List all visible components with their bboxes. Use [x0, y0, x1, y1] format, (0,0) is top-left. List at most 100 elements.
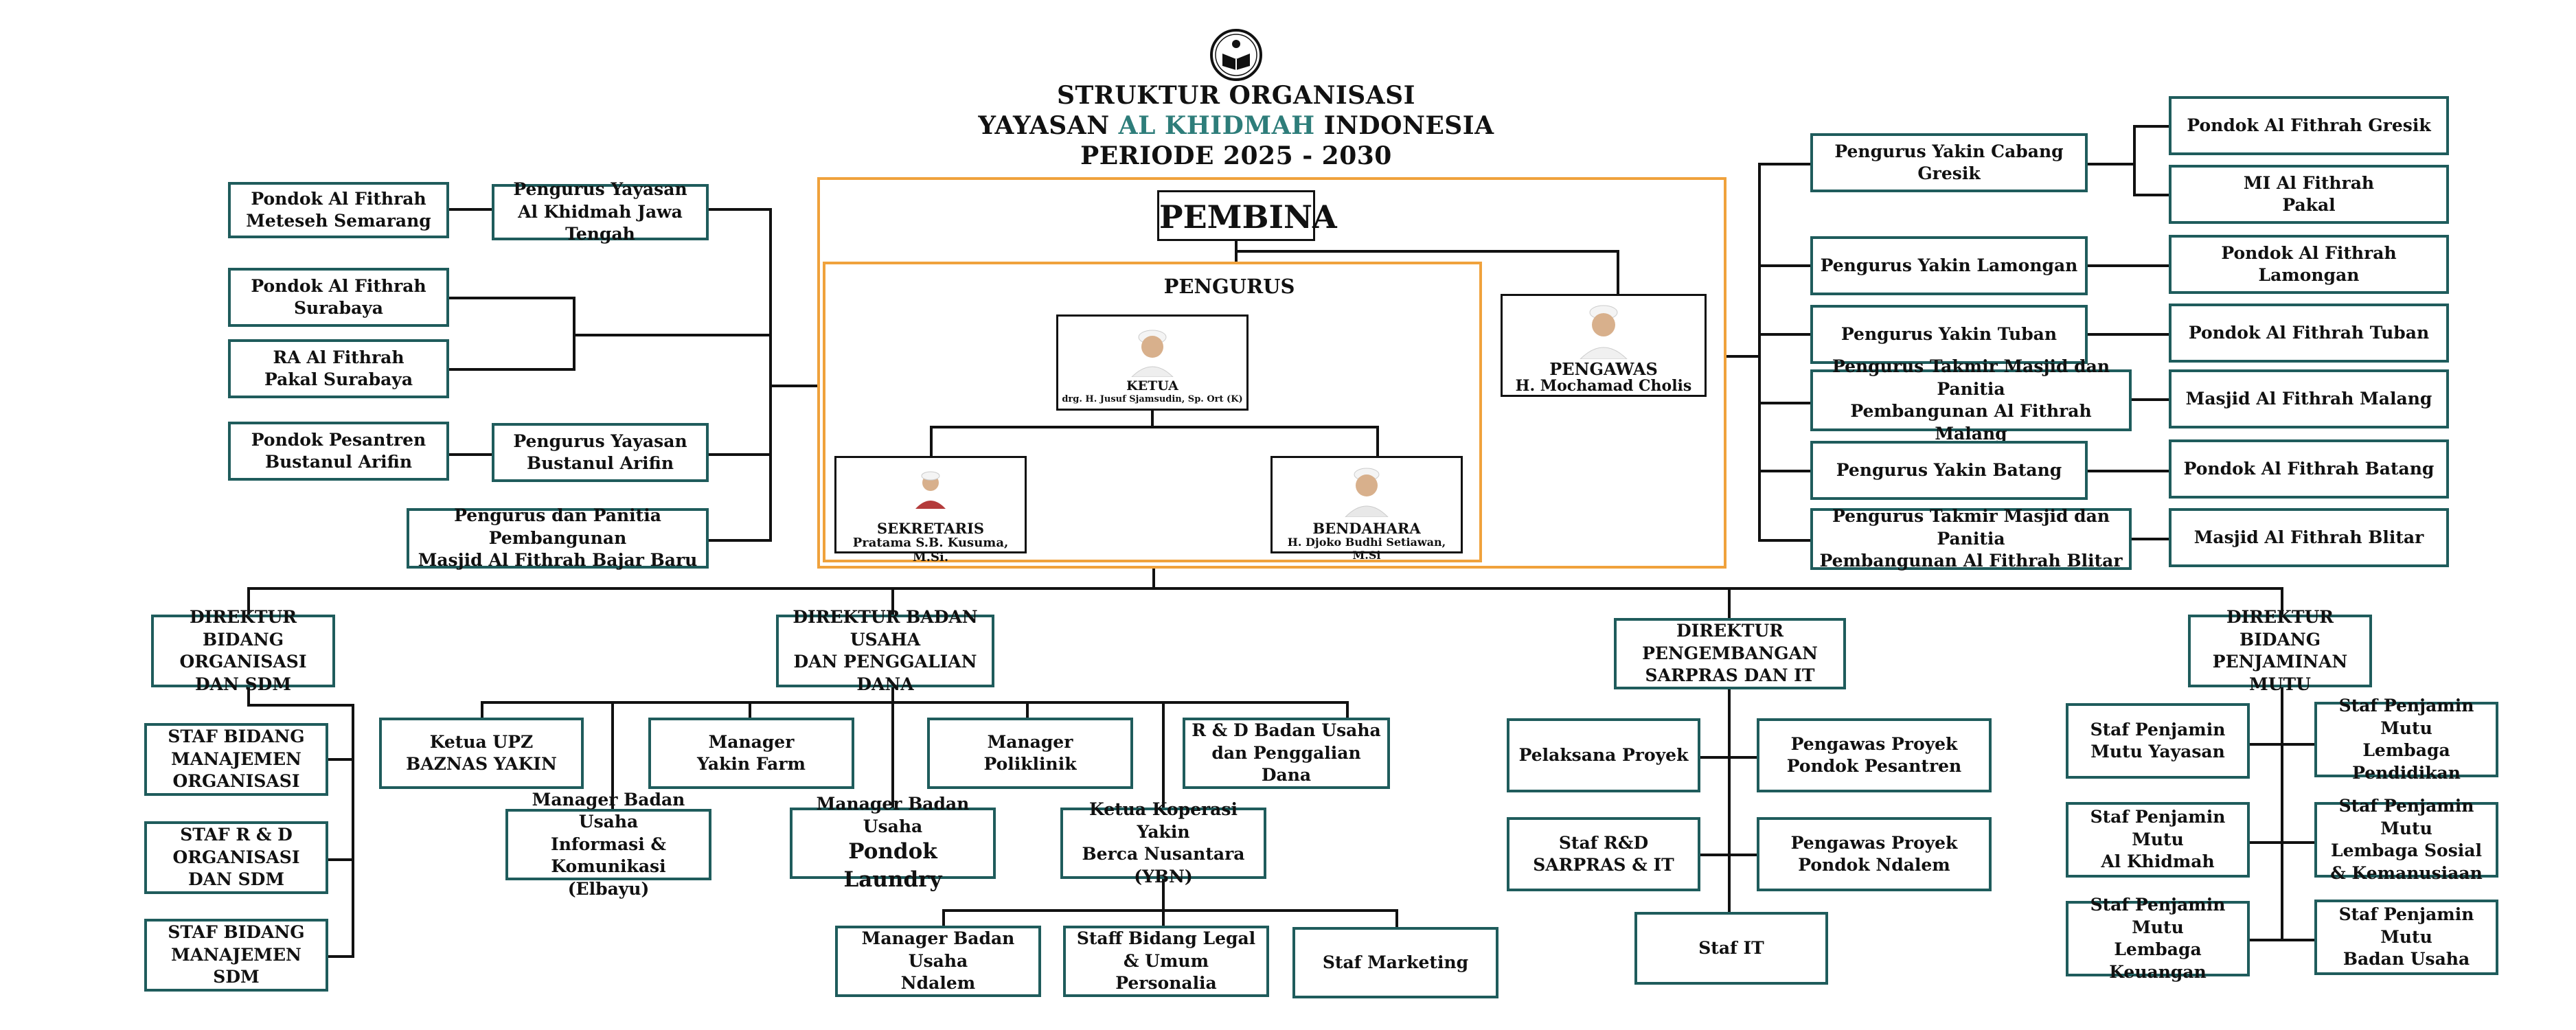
connector-line [481, 701, 483, 718]
ketua-box: KETUA drg. H. Jusuf Sjamsudin, Sp. Ort (… [1056, 314, 1249, 411]
logo-icon [1210, 29, 1262, 81]
ketua-portrait-icon [1131, 330, 1174, 377]
bendahara-role: BENDAHARA [1312, 520, 1421, 537]
connector-line [1758, 402, 1810, 404]
connector-line [1026, 701, 1029, 718]
box-dir-organisasi: DIREKTUR BIDANG ORGANISASI DAN SDM [151, 607, 335, 694]
connector-line [1758, 333, 1810, 336]
pembina-frame [817, 177, 1726, 569]
box-pondok-bustanul: Pondok Pesantren Bustanul Arifin [228, 422, 449, 481]
connector-line [709, 453, 772, 456]
connector-line [611, 701, 614, 809]
ketua-name: drg. H. Jusuf Sjamsudin, Sp. Ort (K) [1062, 394, 1243, 404]
connector-line [2088, 264, 2169, 267]
box-staf-manajemen-sdm: STAF BIDANG MANAJEMEN SDM [144, 919, 328, 992]
connector-line [930, 426, 1379, 428]
connector-line [247, 687, 250, 705]
connector-line [1728, 689, 1731, 913]
box-manager-farm: Manager Yakin Farm [648, 718, 854, 789]
title-line-1: STRUKTUR ORGANISASI [1057, 81, 1415, 110]
box-mutu-khidmah: Staf Penjamin Mutu Al Khidmah [2066, 802, 2250, 878]
connector-line [709, 208, 772, 211]
pengurus-frame [823, 262, 1482, 562]
connector-line [749, 701, 751, 718]
box-manager-elbayu: Manager Badan Usaha Informasi & Komunika… [505, 790, 711, 899]
connector-line [1151, 411, 1154, 427]
connector-line [352, 704, 354, 958]
connector-line [769, 385, 817, 387]
connector-line [1728, 587, 1731, 618]
connector-line [2133, 194, 2169, 196]
box-staf-rnd-org: STAF R & D ORGANISASI DAN SDM [144, 821, 328, 894]
connector-line [2250, 939, 2314, 941]
connector-line [1162, 879, 1165, 911]
connector-line [328, 758, 354, 761]
connector-line [2088, 470, 2169, 472]
sekretaris-role: SEKRETARIS [876, 520, 985, 537]
box-mutu-pendidikan: Staf Penjamin Mutu Lembaga Pendidikan [2314, 696, 2498, 783]
box-staf-manajemen-org: STAF BIDANG MANAJEMEN ORGANISASI [144, 723, 328, 796]
sekretaris-box: SEKRETARIS Pratama S.B. Kusuma, M.Si. [834, 456, 1027, 564]
connector-line [891, 687, 894, 702]
connector-line [1758, 163, 1810, 165]
connector-line [1346, 701, 1349, 718]
connector-line [449, 368, 575, 371]
connector-line [1726, 355, 1761, 358]
connector-line [1235, 241, 1238, 258]
connector-line [1700, 756, 1757, 759]
connector-line [930, 426, 933, 456]
connector-line [1617, 250, 1619, 294]
connector-line [2132, 398, 2169, 401]
sekretaris-name: Pratama S.B. Kusuma, M.Si. [852, 536, 1009, 564]
connector-line [449, 297, 575, 299]
connector-line [1235, 250, 1619, 253]
connector-line [2281, 587, 2283, 615]
box-yakin-lamongan: Pengurus Yakin Lamongan [1810, 236, 2088, 295]
connector-line [891, 587, 894, 615]
connector-line [2133, 125, 2169, 128]
box-pondok-surabaya: Pondok Al Fithrah Surabaya [228, 268, 449, 327]
title-line-3: PERIODE 2025 - 2030 [1080, 141, 1392, 170]
connector-line [2132, 538, 2169, 540]
connector-line [1758, 163, 1761, 540]
connector-line [1758, 264, 1810, 267]
connector-line [942, 909, 945, 927]
pengurus-title: PENGURUS [1163, 275, 1295, 298]
connector-line [247, 587, 2283, 590]
box-pengawas-pesantren: Pengawas Proyek Pondok Pesantren [1757, 718, 1992, 792]
box-staf-it: Staf IT [1634, 912, 1828, 985]
connector-line [1152, 569, 1155, 589]
box-pengurus-bustanul: Pengurus Yayasan Bustanul Arifin [492, 423, 709, 482]
box-staf-marketing: Staf Marketing [1292, 927, 1498, 998]
pengawas-name: H. Mochamad Cholis [1515, 377, 1692, 395]
bendahara-portrait-icon [1345, 468, 1389, 517]
pembina-box: PEMBINA [1157, 190, 1337, 241]
box-takmir-malang: Pengurus Takmir Masjid dan Panitia Pemba… [1810, 356, 2132, 444]
connector-line [2133, 125, 2136, 196]
connector-line [1162, 909, 1165, 927]
connector-line [575, 334, 772, 336]
box-pondok-meteseh: Pondok Al Fithrah Meteseh Semarang [228, 182, 449, 238]
connector-line [1235, 250, 1238, 262]
box-dir-sarpras: DIREKTUR PENGEMBANGAN SARPRAS DAN IT [1614, 618, 1846, 689]
bendahara-box: BENDAHARA H. Djoko Budhi Setiawan, M.Si [1270, 456, 1463, 562]
laundry-line-2: Pondok Laundry [843, 839, 942, 892]
connector-line [2088, 333, 2169, 336]
laundry-line-1: Manager Badan Usaha [816, 794, 970, 836]
box-pengurus-jateng: Pengurus Yayasan Al Khidmah Jawa Tengah [492, 179, 709, 244]
connector-line [2088, 163, 2136, 165]
box-pelaksana-proyek: Pelaksana Proyek [1507, 718, 1700, 792]
box-rnd-usaha: R & D Badan Usaha dan Penggalian Dana [1183, 718, 1390, 789]
connector-line [769, 208, 772, 540]
connector-line [942, 909, 1398, 912]
box-manager-ndalem: Manager Badan Usaha Ndalem [835, 926, 1041, 997]
connector-line [247, 704, 354, 707]
connector-line [1758, 470, 1810, 472]
box-mutu-keuangan: Staf Penjamin Mutu Lembaga Keuangan [2066, 895, 2250, 982]
box-ra-pakal: RA Al Fithrah Pakal Surabaya [228, 339, 449, 398]
box-manager-laundry: Manager Badan Usaha Pondok Laundry [790, 794, 996, 892]
connector-line [328, 858, 354, 861]
box-mutu-badan-usaha: Staf Penjamin Mutu Badan Usaha [2314, 900, 2498, 975]
box-masjid-blitar: Masjid Al Fithrah Blitar [2169, 508, 2449, 567]
